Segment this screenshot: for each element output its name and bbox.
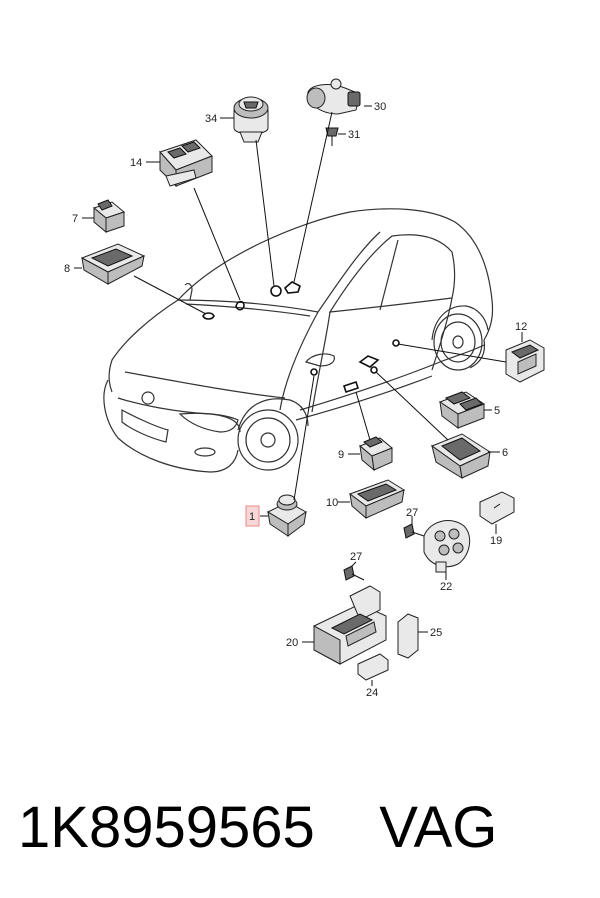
- part-number: 1K8959565: [18, 795, 315, 860]
- car-mount-marks: [202, 281, 400, 394]
- callout-34: 34: [205, 113, 217, 125]
- callout-7: 7: [72, 213, 78, 225]
- callout-labels: 34 30 31 14 7 8 12 5 6 9 10 19 1 27 22 2…: [64, 101, 527, 699]
- part-27-screw-upper: [403, 523, 425, 539]
- callout-8: 8: [64, 263, 70, 275]
- caption: 1K8959565 VAG: [18, 788, 588, 868]
- callout-31: 31: [348, 129, 360, 141]
- part-19-panel: [479, 491, 515, 525]
- callout-14: 14: [130, 157, 142, 169]
- part-6-bezel: [430, 433, 492, 480]
- part-22-seat-switch: [423, 520, 471, 573]
- callout-1: 1: [249, 511, 255, 523]
- car-outline: [103, 208, 494, 473]
- part-8-bezel: [80, 243, 146, 285]
- callout-9: 9: [338, 449, 344, 461]
- callout-6: 6: [502, 447, 508, 459]
- leader-lines: [74, 105, 523, 686]
- callout-10: 10: [326, 497, 338, 509]
- part-14-window-switch: [159, 139, 213, 188]
- part-30-actuator: [306, 78, 361, 115]
- callout-30: 30: [374, 101, 386, 113]
- part-12-switch: [505, 339, 545, 383]
- parts-diagram: 34 30 31 14 7 8 12 5 6 9 10 19 1 27 22 2…: [64, 78, 545, 699]
- part-10-bezel: [348, 479, 406, 520]
- part-5-switch: [438, 391, 486, 429]
- callout-5: 5: [494, 405, 500, 417]
- part-25-cover: [397, 613, 419, 659]
- part-34-rotary-switch: [233, 96, 269, 143]
- callout-19: 19: [490, 535, 502, 547]
- callout-22: 22: [440, 581, 452, 593]
- part-20-control-unit: [313, 585, 387, 665]
- part-9-switch: [359, 436, 393, 472]
- callout-27-upper: 27: [406, 507, 418, 519]
- highlight-box-1: [245, 505, 260, 527]
- part-24-cap: [357, 653, 389, 681]
- part-7-switch: [92, 199, 126, 234]
- part-27-screw-lower: [343, 565, 365, 581]
- caption-gap: [315, 795, 379, 860]
- callout-25: 25: [430, 627, 442, 639]
- callout-27-lower: 27: [350, 551, 362, 563]
- part-1-mirror-switch: [266, 494, 307, 537]
- callout-20: 20: [286, 637, 298, 649]
- brand: VAG: [379, 795, 498, 860]
- callout-12: 12: [515, 321, 527, 333]
- callout-24: 24: [366, 687, 378, 699]
